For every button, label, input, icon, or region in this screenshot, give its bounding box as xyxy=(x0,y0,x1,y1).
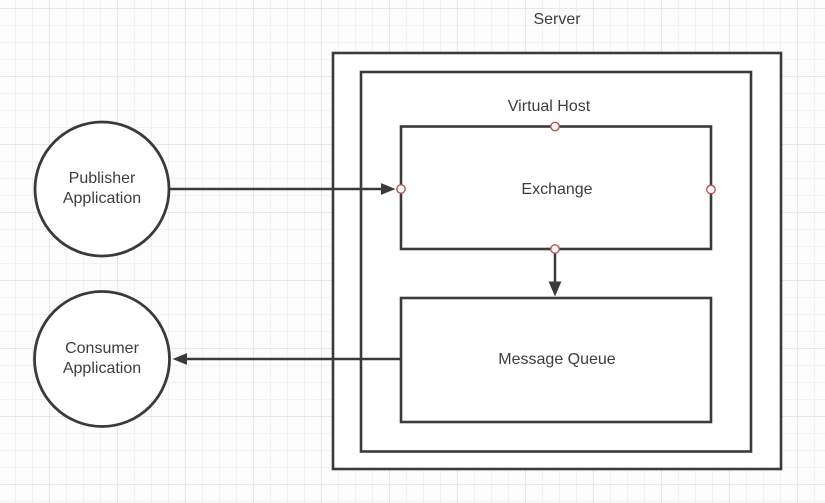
edge-exchange-to-message-queue[interactable] xyxy=(548,253,562,297)
arrowhead-into-message-queue xyxy=(548,281,562,297)
consumer-application-label-line2: Application xyxy=(62,360,142,377)
exchange-connection-point-bottom[interactable] xyxy=(550,244,560,254)
consumer-application-label-line1: Consumer xyxy=(65,340,139,357)
consumer-application-circle[interactable] xyxy=(33,290,171,428)
exchange-connection-point-right[interactable] xyxy=(706,184,716,195)
exchange-connection-point-top[interactable] xyxy=(550,121,560,132)
publisher-application-label-line2: Application xyxy=(62,190,142,207)
edge-message-queue-to-consumer[interactable] xyxy=(172,353,402,365)
publisher-application-label: Publisher Application xyxy=(63,169,141,209)
exchange-label: Exchange xyxy=(521,181,593,198)
server-label: Server xyxy=(533,11,581,28)
message-queue-label: Message Queue xyxy=(498,351,616,368)
edge-publisher-to-exchange[interactable] xyxy=(169,183,396,195)
consumer-application-label: Consumer Application xyxy=(63,339,141,379)
exchange-connection-point-left[interactable] xyxy=(396,184,406,194)
virtual-host-label: Virtual Host xyxy=(507,98,591,115)
arrowhead-into-consumer xyxy=(172,353,187,365)
message-queue-box[interactable] xyxy=(399,296,713,424)
publisher-application-label-line1: Publisher xyxy=(68,170,136,187)
arrowhead-into-exchange xyxy=(381,183,396,195)
